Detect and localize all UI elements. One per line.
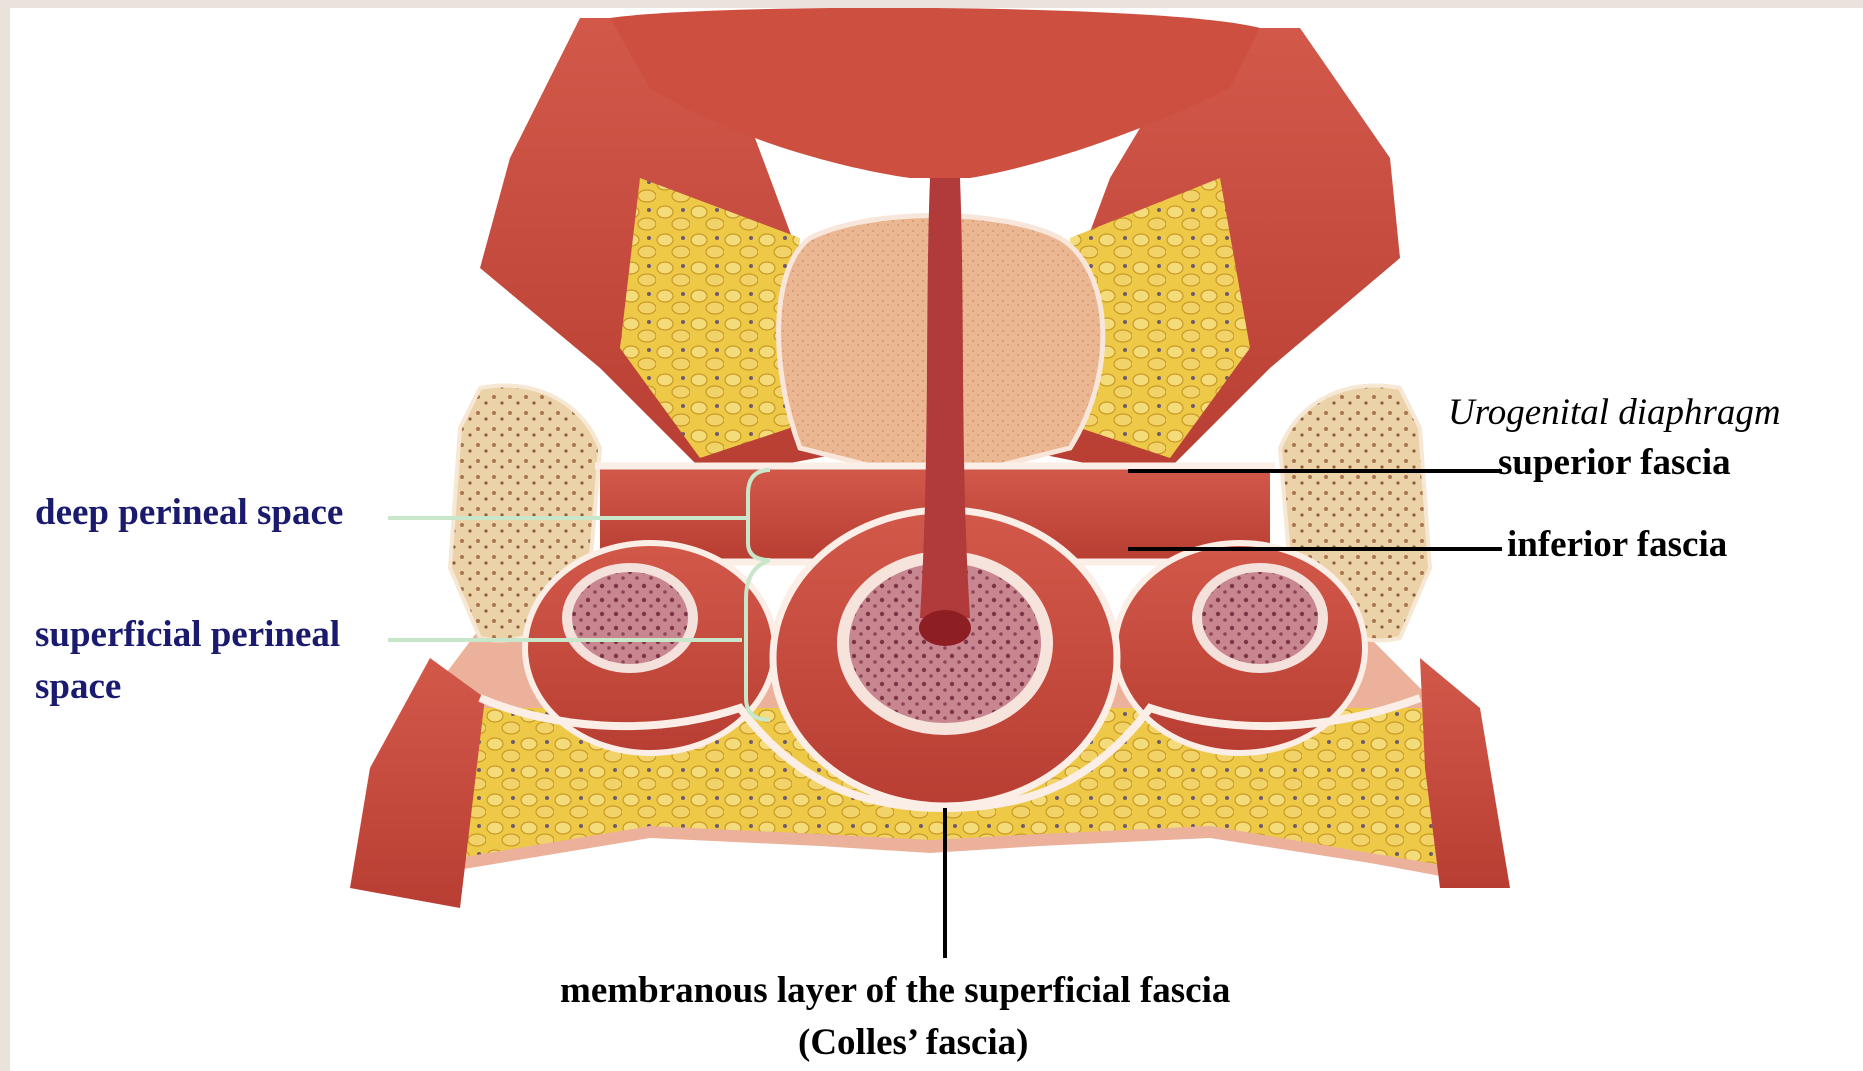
thigh-muscle-left [350, 658, 485, 908]
slide: deep perineal space superficial perineal… [10, 8, 1863, 1071]
urethral-lumen [919, 610, 971, 646]
label-membranous-layer: membranous layer of the superficial fasc… [560, 966, 1230, 1016]
label-inferior-fascia: inferior fascia [1507, 520, 1727, 570]
label-superficial-perineal-space-line1: superficial perineal [35, 610, 340, 660]
label-deep-perineal-space: deep perineal space [35, 488, 343, 538]
label-superior-fascia: superior fascia [1498, 438, 1731, 488]
label-superficial-perineal-space-line2: space [35, 662, 121, 712]
label-colles-fascia: (Colles’ fascia) [798, 1018, 1029, 1068]
label-urogenital-diaphragm: Urogenital diaphragm [1448, 388, 1781, 438]
